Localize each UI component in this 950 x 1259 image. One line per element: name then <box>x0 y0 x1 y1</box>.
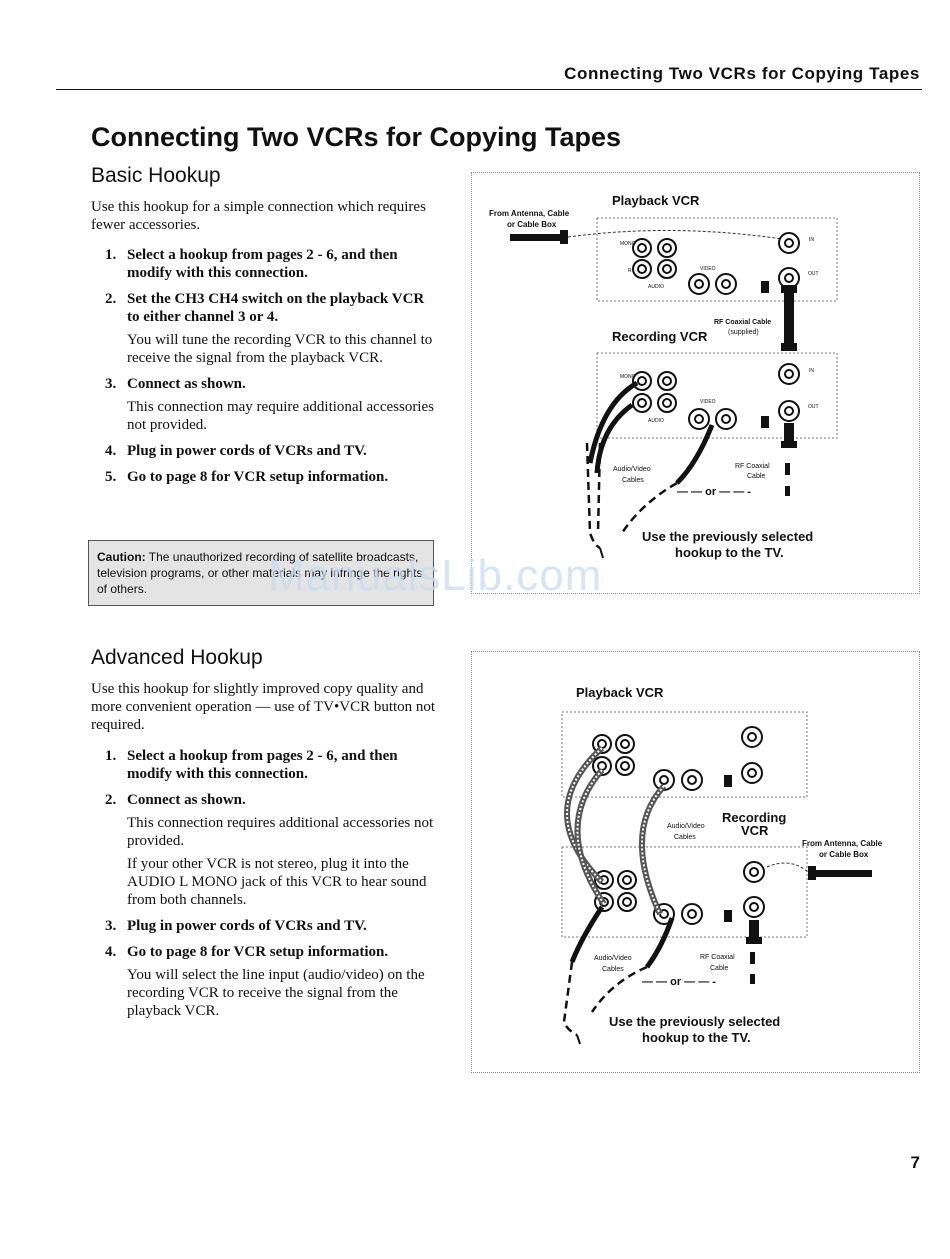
recording-jacks-2 <box>594 861 765 925</box>
step-text: Go to page 8 for VCR setup information. <box>127 944 389 960</box>
basic-hookup-diagram: From Antenna, Cable or Cable Box Playbac… <box>471 172 920 594</box>
advanced-intro: Use this hookup for slightly improved co… <box>91 681 436 733</box>
step-number: 4. <box>105 944 117 960</box>
caution-box: Caution: The unauthorized recording of s… <box>88 540 434 606</box>
diagram1-rf-cable-label: RF Coaxial Cable <box>714 319 771 326</box>
diagram1-rf-coaxial-line1: RF Coaxial <box>735 463 770 470</box>
step-text: Select a hookup from pages 2 - 6, and th… <box>127 247 398 281</box>
diagram1-or-label: — — or — — - <box>677 486 751 498</box>
playback-jacks <box>632 232 800 295</box>
step-item: 3. Connect as shown. This connection may r… <box>105 375 440 434</box>
diagram1-rf-coaxial-line2: Cable <box>747 473 765 480</box>
basic-steps-list: 1. Select a hookup from pages 2 - 6, and … <box>105 246 440 494</box>
playback-vcr-panel-2 <box>561 711 808 798</box>
diagram2-av-cables-line1: Audio/Video <box>667 823 705 830</box>
diagram1-av-cables-line1: Audio/Video <box>613 466 651 473</box>
step-text: Set the CH3 CH4 switch on the playback V… <box>127 291 425 325</box>
step-note: If your other VCR is not stereo, plug it… <box>127 856 427 908</box>
recording-jacks <box>632 363 800 430</box>
diagram2-rf-coaxial-line2: Cable <box>710 965 728 972</box>
diagram2-av-cables-lower-line2: Cables <box>602 966 624 973</box>
step-item: 2. Connect as shown. This connection requi… <box>105 791 440 909</box>
step-note: You will tune the recording VCR to this … <box>127 332 433 366</box>
advanced-steps-list: 1. Select a hookup from pages 2 - 6, and … <box>105 747 440 1028</box>
step-number: 2. <box>105 792 117 808</box>
step-item: 4. Plug in power cords of VCRs and TV. <box>105 442 440 460</box>
advanced-hookup-svg: Playback VCR Recording VCR Audio/Video C… <box>561 685 883 1045</box>
diagram1-from-antenna-line1: From Antenna, Cable <box>489 209 570 218</box>
step-text: Go to page 8 for VCR setup information. <box>127 469 389 485</box>
page-title: Connecting Two VCRs for Copying Tapes <box>91 122 622 152</box>
step-note: This connection may require additional a… <box>127 399 434 433</box>
step-note: You will select the line input (audio/vi… <box>127 967 425 1019</box>
basic-intro: Use this hookup for a simple connection … <box>91 199 426 233</box>
advanced-hookup-title: Advanced Hookup <box>91 646 263 669</box>
diagram1-use-previous-line1: Use the previously selected <box>642 529 813 544</box>
page-number: 7 <box>910 1153 920 1172</box>
antenna-plug-icon-2 <box>812 870 872 877</box>
step-number: 5. <box>105 469 117 485</box>
diagram2-rf-coaxial-line1: RF Coaxial <box>700 954 735 961</box>
rf-cable-supplied <box>784 291 794 346</box>
step-number: 3. <box>105 918 117 934</box>
d1-audio-label: AUDIO <box>648 284 664 290</box>
step-note: This connection requires additional acce… <box>127 815 434 849</box>
d1-mono-label-2: MONO <box>620 374 636 380</box>
d1-out-label: OUT <box>808 271 819 277</box>
diagram1-recording-vcr-label: Recording VCR <box>612 329 708 344</box>
d1-video-label-2: VIDEO <box>700 399 716 405</box>
step-number: 4. <box>105 443 117 459</box>
diagram2-av-cables-line2: Cables <box>674 834 696 841</box>
recording-vcr-panel-2 <box>561 846 808 938</box>
header-rule <box>56 89 922 90</box>
d1-video-label: VIDEO <box>700 266 716 272</box>
playback-vcr-panel <box>596 217 838 302</box>
step-number: 3. <box>105 376 117 392</box>
basic-hookup-title: Basic Hookup <box>91 164 221 187</box>
diagram2-from-antenna-line2: or Cable Box <box>819 850 869 859</box>
diagram2-playback-vcr-label: Playback VCR <box>576 685 664 700</box>
step-item: 1. Select a hookup from pages 2 - 6, and … <box>105 246 440 282</box>
basic-hookup-svg: From Antenna, Cable or Cable Box Playbac… <box>489 193 838 560</box>
diagram2-from-antenna-line1: From Antenna, Cable <box>802 839 883 848</box>
caution-text: The unauthorized recording of satellite … <box>97 550 423 596</box>
diagram2-recording-vcr-line1: Recording <box>722 810 786 825</box>
diagram2-or-label: — — or — — - <box>642 976 716 988</box>
d1-audio-label-2: AUDIO <box>648 418 664 424</box>
step-text: Plug in power cords of VCRs and TV. <box>127 918 367 934</box>
step-item: 1. Select a hookup from pages 2 - 6, and … <box>105 747 440 783</box>
diagram2-use-previous-line1: Use the previously selected <box>609 1014 780 1029</box>
diagram2-recording-vcr-line2: VCR <box>741 823 769 838</box>
diagram1-supplied-label: (supplied) <box>728 329 759 336</box>
playback-jacks-2 <box>592 726 763 791</box>
running-header: Connecting Two VCRs for Copying Tapes <box>564 64 920 83</box>
diagram2-use-previous-line2: hookup to the TV. <box>642 1030 751 1045</box>
diagram1-av-cables-line2: Cables <box>622 477 644 484</box>
step-text: Select a hookup from pages 2 - 6, and th… <box>127 748 398 782</box>
step-item: 3. Plug in power cords of VCRs and TV. <box>105 917 440 935</box>
step-text: Plug in power cords of VCRs and TV. <box>127 443 367 459</box>
step-number: 2. <box>105 291 117 307</box>
diagram1-from-antenna-line2: or Cable Box <box>507 220 557 229</box>
d1-in-label-2: IN <box>809 368 814 374</box>
step-item: 2. Set the CH3 CH4 switch on the playback… <box>105 290 440 367</box>
step-text: Connect as shown. <box>127 376 246 392</box>
diagram2-av-cables-lower-line1: Audio/Video <box>594 955 632 962</box>
d1-r-label: R <box>628 268 632 274</box>
step-item: 5. Go to page 8 for VCR setup information… <box>105 468 440 486</box>
d1-mono-label: MONO <box>620 241 636 247</box>
d1-out-label-2: OUT <box>808 404 819 410</box>
advanced-hookup-diagram: Playback VCR Recording VCR Audio/Video C… <box>471 651 920 1073</box>
step-number: 1. <box>105 247 117 263</box>
step-text: Connect as shown. <box>127 792 246 808</box>
diagram1-use-previous-line2: hookup to the TV. <box>675 545 784 560</box>
caution-label: Caution: <box>97 550 146 564</box>
step-number: 1. <box>105 748 117 764</box>
d1-in-label: IN <box>809 237 814 243</box>
step-item: 4. Go to page 8 for VCR setup information… <box>105 943 440 1020</box>
antenna-plug-icon <box>510 234 565 241</box>
diagram1-playback-vcr-label: Playback VCR <box>612 193 700 208</box>
recording-vcr-panel <box>596 352 838 439</box>
watermark: ManualsLib.com <box>268 551 603 600</box>
